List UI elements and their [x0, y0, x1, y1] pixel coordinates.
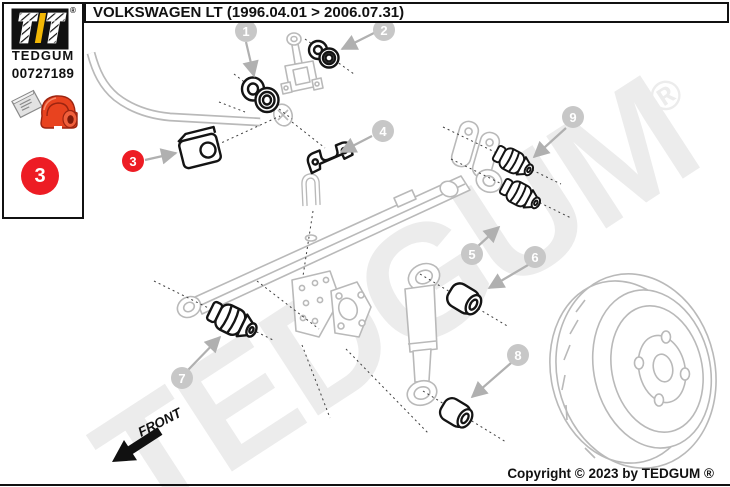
part-8-shock-bushing — [435, 393, 478, 433]
u-bolt — [301, 173, 321, 242]
leaf-spring — [176, 175, 471, 319]
shock-absorber — [404, 262, 441, 407]
callout-arrows — [144, 32, 567, 399]
callout-8[interactable]: 8 — [507, 344, 529, 366]
part-number: 00727189 — [11, 66, 75, 81]
part-info-panel: ® TEDGUM 00727189 3 — [2, 2, 84, 219]
wheel — [549, 273, 717, 469]
logo-registered-icon: ® — [70, 6, 76, 15]
callout-6[interactable]: 6 — [524, 246, 546, 268]
page-title: VOLKSWAGEN LT (1996.04.01 > 2006.07.31) — [84, 2, 729, 23]
part-photo-red-bushing — [40, 95, 78, 129]
stabilizer-bar — [86, 51, 294, 127]
callout-2[interactable]: 2 — [373, 19, 395, 41]
brand-name: TEDGUM — [11, 48, 75, 63]
part-4-clamp-bracket — [306, 141, 354, 175]
front-arrow — [112, 427, 163, 462]
stabilizer-link — [280, 32, 324, 95]
axle-bracket-plates — [291, 270, 372, 338]
selected-item-badge: 3 — [21, 157, 59, 195]
callout-1[interactable]: 1 — [235, 20, 257, 42]
callout-7[interactable]: 7 — [171, 367, 193, 389]
callout-5[interactable]: 5 — [461, 243, 483, 265]
tedgum-logo-icon — [11, 8, 69, 50]
spring-shackle — [439, 120, 503, 198]
callout-4[interactable]: 4 — [372, 120, 394, 142]
callout-9[interactable]: 9 — [562, 106, 584, 128]
copyright-text: Copyright © 2023 by TEDGUM ® — [507, 466, 714, 481]
part-3-stabilizer-bushing — [177, 125, 222, 170]
callout-3[interactable]: 3 — [122, 150, 144, 172]
part-1-bushing-pair — [240, 76, 280, 114]
gray-line-art — [86, 32, 717, 469]
part-2-bushing — [307, 39, 340, 69]
bottom-border — [0, 484, 730, 486]
